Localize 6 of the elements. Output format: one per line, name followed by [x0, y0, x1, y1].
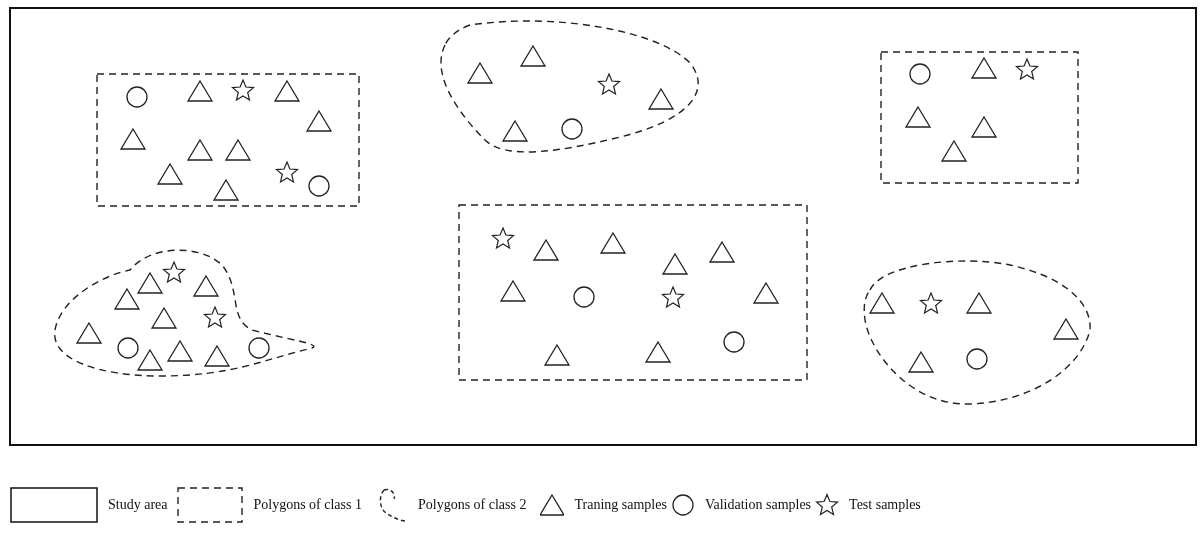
legend-label: Polygons of class 1: [253, 497, 362, 513]
legend-label: Test samples: [849, 497, 921, 513]
legend-label: Validation samples: [704, 497, 812, 513]
legend-label: Study area: [108, 497, 168, 513]
legend-label: Polygons of class 2: [418, 497, 527, 513]
legend-label: Traning samples: [574, 497, 667, 513]
